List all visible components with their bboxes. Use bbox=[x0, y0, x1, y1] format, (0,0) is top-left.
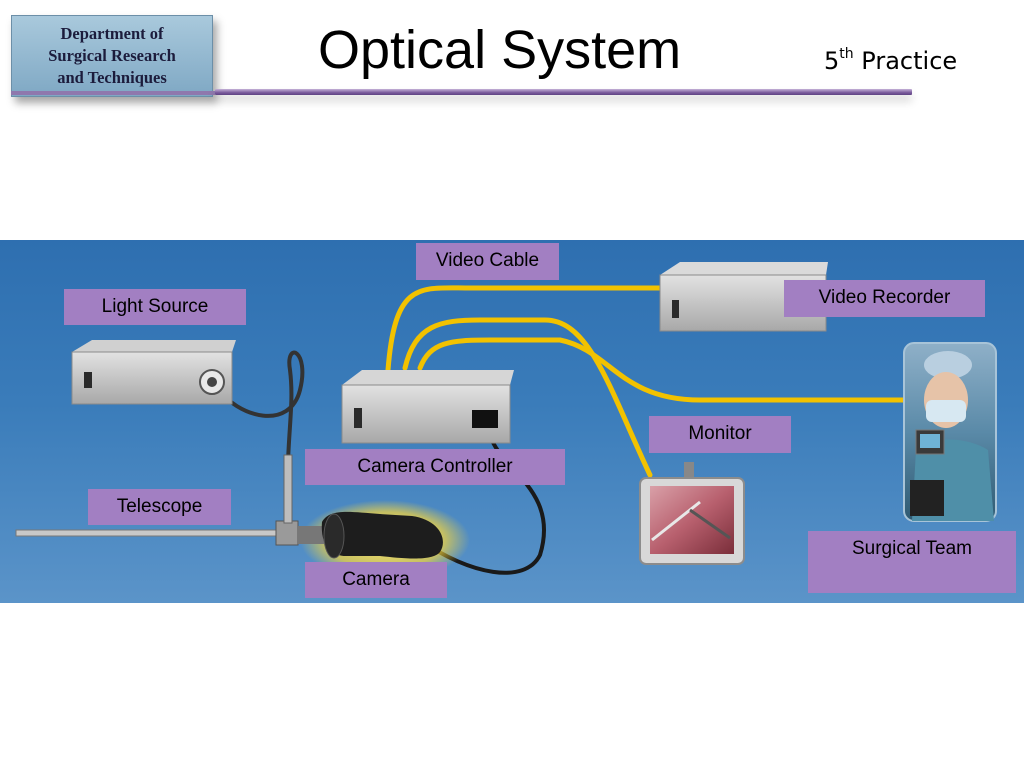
title-rule-left bbox=[11, 91, 215, 95]
cable-to-monitor bbox=[402, 317, 653, 478]
light-cable bbox=[212, 350, 305, 522]
cable-to-recorder bbox=[385, 285, 663, 373]
optical-system-illustration: Video Cable Light Source Video Recorder … bbox=[0, 240, 1024, 603]
label-camera-controller: Camera Controller bbox=[305, 449, 565, 485]
practice-ordinal: th bbox=[839, 46, 854, 62]
video-recorder-device bbox=[659, 262, 828, 332]
department-line-3: and Techniques bbox=[57, 68, 167, 87]
practice-label: 5th Practice bbox=[824, 40, 957, 77]
telescope-device bbox=[15, 454, 299, 546]
camera-controller-device bbox=[341, 370, 514, 444]
surgical-team-photo bbox=[903, 342, 997, 522]
department-badge: Department of Surgical Research and Tech… bbox=[11, 15, 213, 97]
monitor-device bbox=[639, 462, 745, 565]
label-light-source: Light Source bbox=[64, 289, 246, 325]
department-line-1: Department of bbox=[60, 24, 164, 43]
camera-device bbox=[298, 500, 470, 580]
label-video-cable: Video Cable bbox=[416, 243, 559, 280]
label-surgical-team: Surgical Team bbox=[808, 531, 1016, 593]
label-video-recorder: Video Recorder bbox=[784, 280, 985, 317]
label-camera: Camera bbox=[305, 562, 447, 598]
video-cables bbox=[385, 285, 908, 478]
practice-number: 5 bbox=[824, 47, 840, 75]
department-line-2: Surgical Research bbox=[48, 46, 176, 65]
label-monitor: Monitor bbox=[649, 416, 791, 453]
light-source-device bbox=[71, 340, 236, 405]
equipment-scene bbox=[15, 262, 997, 580]
practice-word: Practice bbox=[861, 47, 958, 75]
cable-to-team bbox=[417, 337, 908, 403]
slide-title: Optical System bbox=[318, 20, 682, 80]
title-rule bbox=[215, 89, 912, 95]
label-telescope: Telescope bbox=[88, 489, 231, 525]
